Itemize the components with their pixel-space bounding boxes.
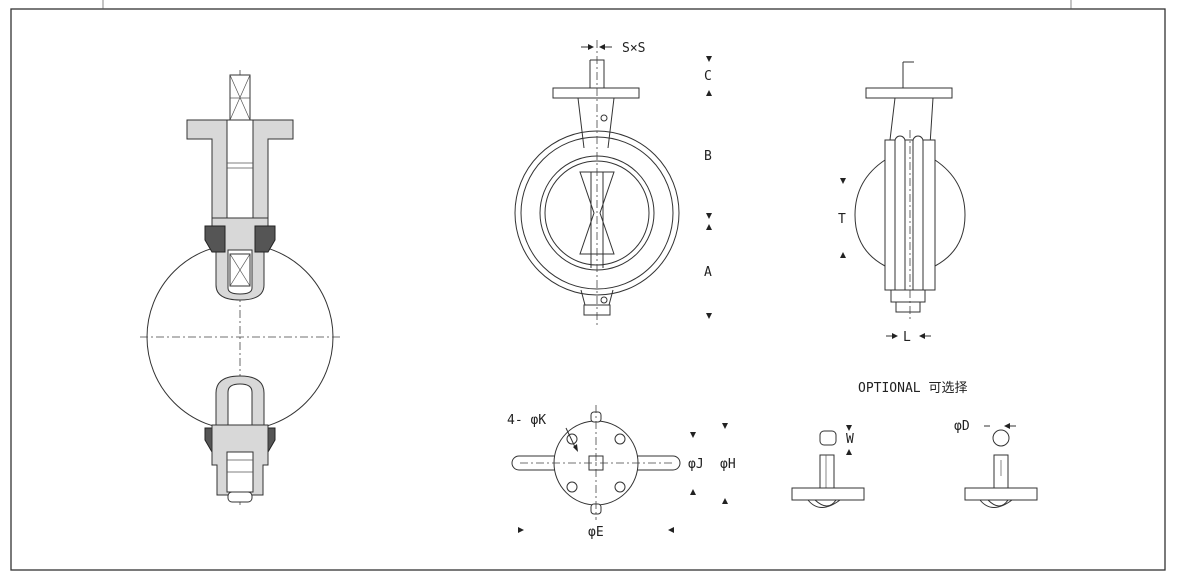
dim-sxs: S×S: [581, 41, 645, 56]
label-h: φH: [720, 457, 736, 472]
label-j: φJ: [688, 457, 704, 472]
label-l: L: [903, 330, 911, 345]
label-optional: OPTIONAL 可选择: [858, 381, 967, 396]
label-t: T: [838, 212, 846, 227]
dim-e: φE: [518, 525, 674, 540]
optional-stem-square: W: [791, 425, 865, 508]
section-view: [140, 70, 340, 505]
drawing-frame: [10, 8, 1166, 571]
dim-h: φH: [720, 423, 736, 504]
side-view: [854, 61, 966, 320]
label-k: 4- φK: [507, 413, 546, 428]
optional-stem-round: φD: [954, 419, 1038, 508]
label-c: C: [704, 69, 712, 84]
label-d: φD: [954, 419, 970, 434]
label-a: A: [704, 265, 712, 280]
front-view: [514, 40, 680, 325]
dim-chain-right: C B A: [704, 56, 712, 319]
dim-t: T: [838, 178, 846, 258]
bottom-flange-view: [511, 405, 681, 520]
dim-j: φJ: [688, 432, 704, 495]
dim-l: L: [886, 330, 931, 345]
label-b: B: [704, 149, 712, 164]
label-w: W: [846, 432, 854, 447]
dim-k: 4- φK: [507, 413, 578, 452]
label-e: φE: [588, 525, 604, 540]
label-sxs: S×S: [622, 41, 645, 56]
